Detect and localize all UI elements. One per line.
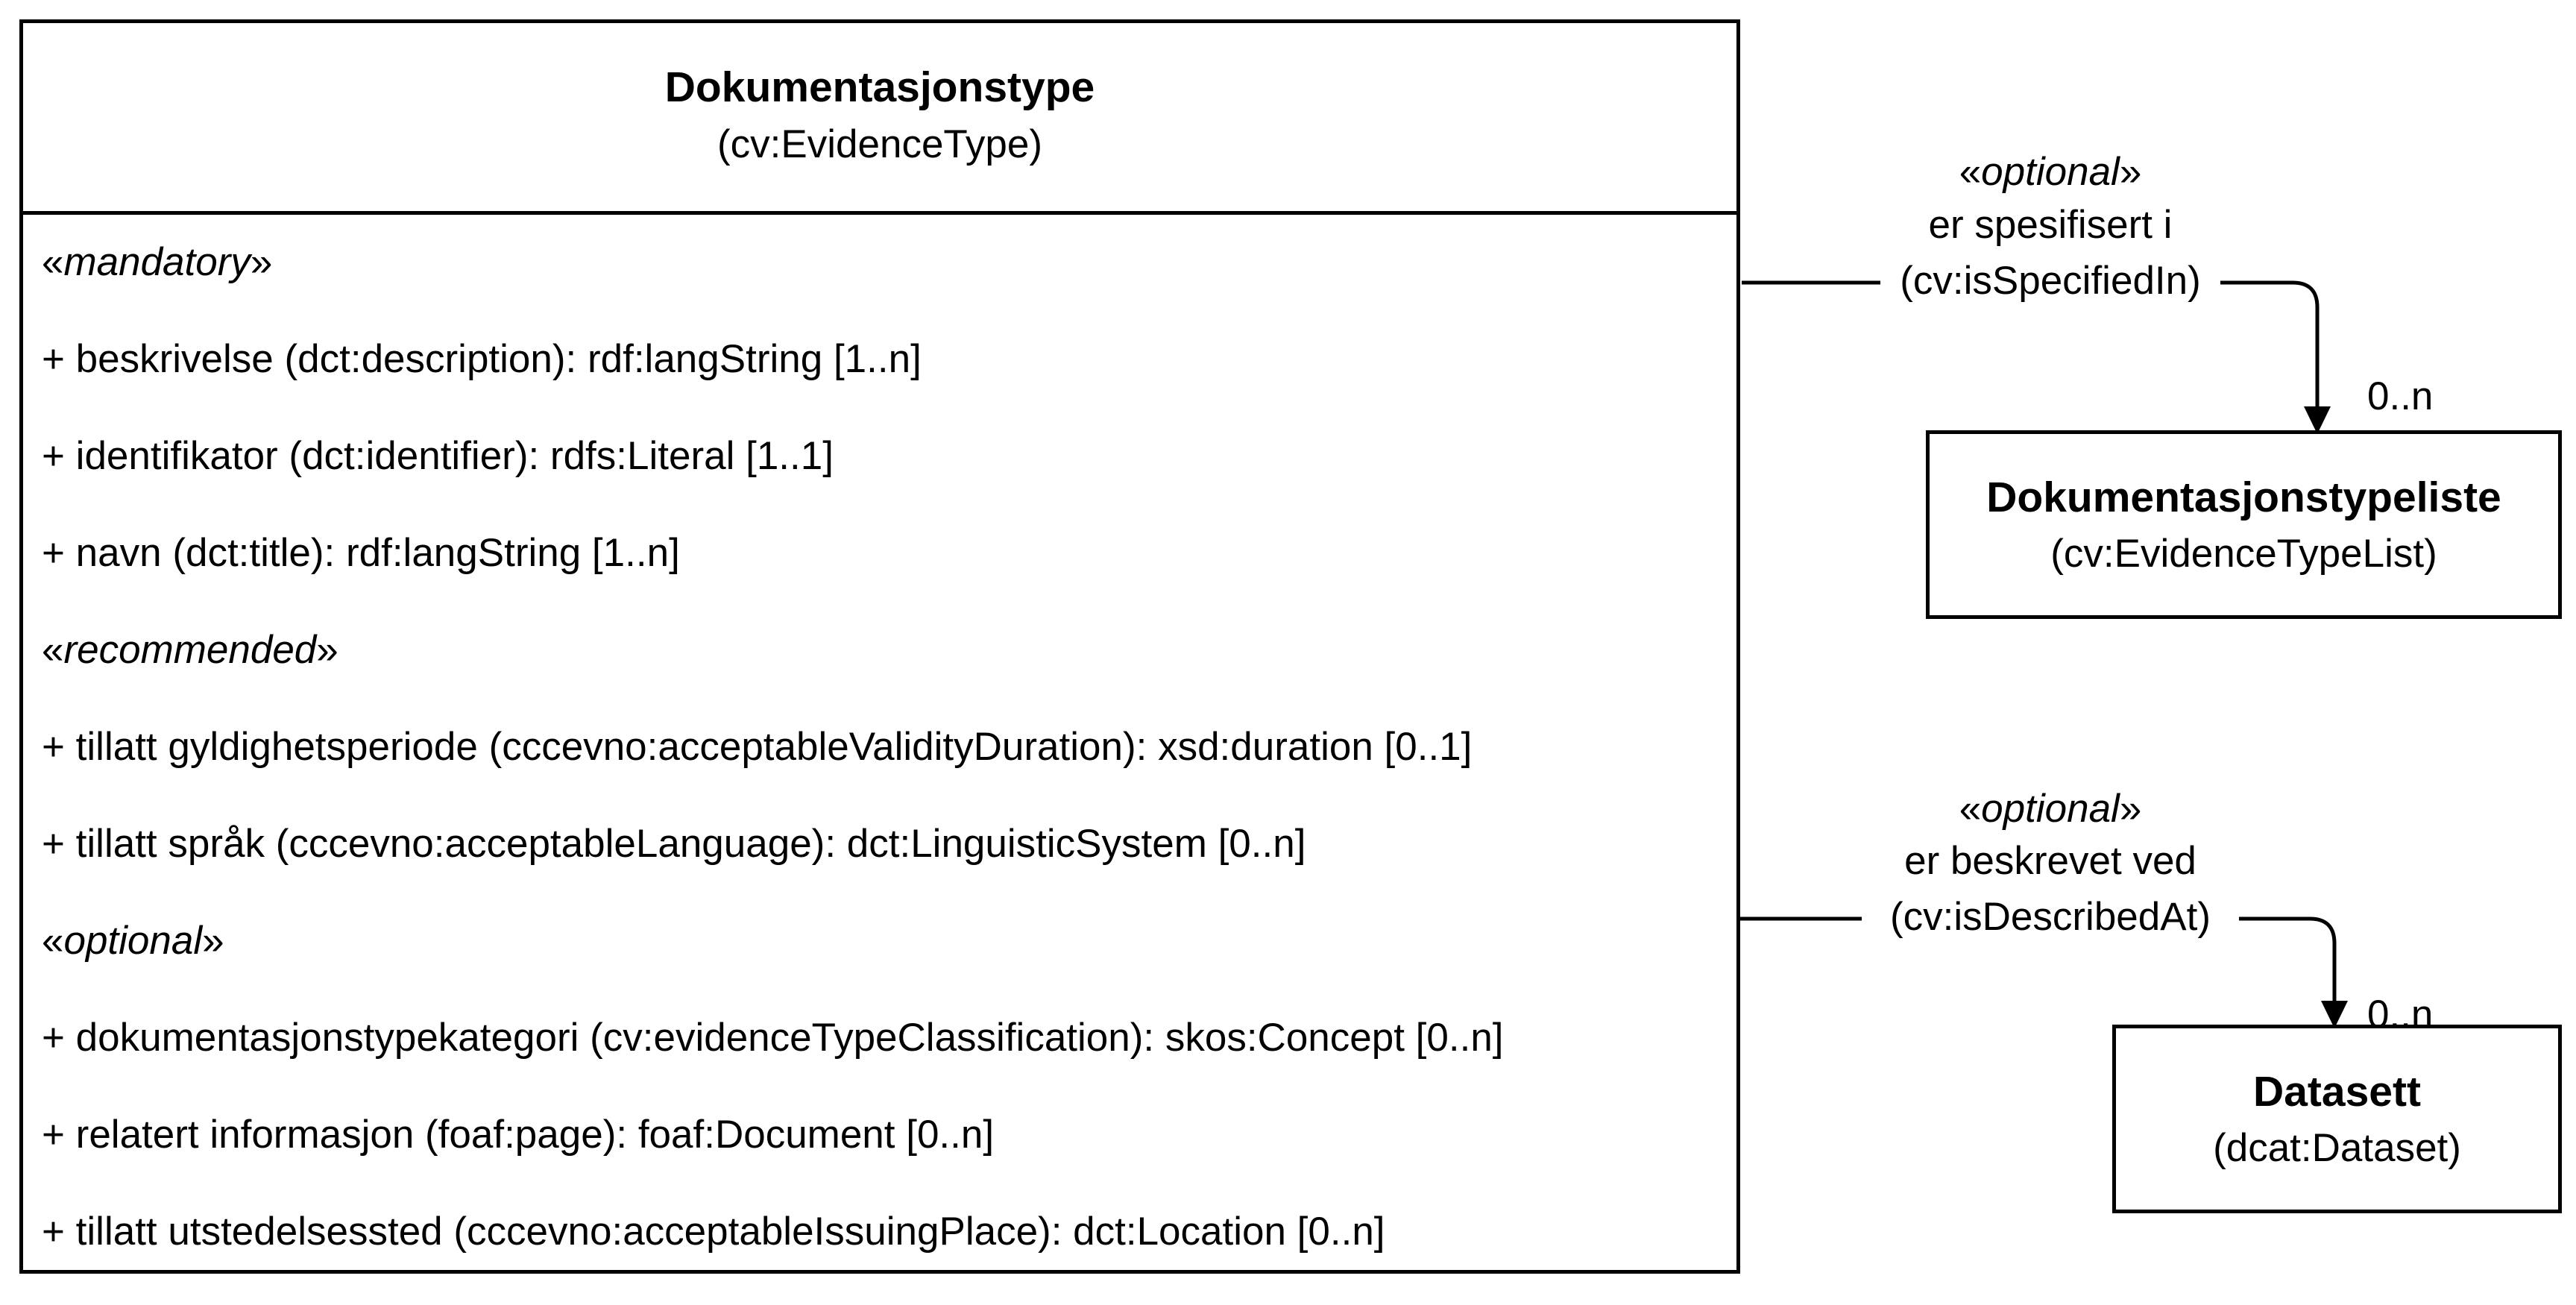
class-title: Datasett bbox=[2253, 1068, 2421, 1116]
stereotype-recommended: «recommended» bbox=[42, 628, 338, 672]
attribute-row: + tillatt utstedelsessted (cccevno:accep… bbox=[42, 1210, 1385, 1254]
edge-specified-in-arrowhead bbox=[2304, 406, 2331, 434]
edge-described-at-arrowhead bbox=[2321, 1001, 2348, 1028]
attribute-row: + tillatt språk (cccevno:acceptableLangu… bbox=[42, 822, 1306, 866]
class-title: Dokumentasjonstype bbox=[664, 63, 1095, 111]
stereotype-mandatory: «mandatory» bbox=[42, 240, 273, 284]
edge-described-at-property: (cv:isDescribedAt) bbox=[1862, 897, 2239, 943]
attribute-row: + beskrivelse (dct:description): rdf:lan… bbox=[42, 337, 922, 381]
class-subtitle: (cv:EvidenceType) bbox=[717, 122, 1042, 166]
edge-described-at-stereotype: «optional» bbox=[1959, 787, 2142, 831]
class-box-evidence-type: Dokumentasjonstype (cv:EvidenceType) «ma… bbox=[19, 19, 1740, 1274]
edge-described-at-line bbox=[1740, 916, 2337, 1004]
class-box-evidence-type-list: Dokumentasjonstypeliste (cv:EvidenceType… bbox=[1926, 430, 2562, 619]
stereotype-optional: «optional» bbox=[42, 919, 224, 963]
edge-specified-in-line bbox=[1742, 280, 2320, 410]
attribute-row: + tillatt gyldighetsperiode (cccevno:acc… bbox=[42, 725, 1473, 769]
class-subtitle: (cv:EvidenceTypeList) bbox=[2050, 532, 2437, 576]
attribute-row: + dokumentasjonstypekategori (cv:evidenc… bbox=[42, 1016, 1504, 1060]
edge-described-at-label: er beskrevet ved bbox=[1904, 839, 2196, 883]
edge-specified-in-multiplicity: 0..n bbox=[2367, 374, 2434, 418]
attribute-row: + identifikator (dct:identifier): rdfs:L… bbox=[42, 434, 834, 478]
class-header: Dokumentasjonstype (cv:EvidenceType) bbox=[23, 23, 1736, 215]
attribute-row: + navn (dct:title): rdf:langString [1..n… bbox=[42, 531, 680, 575]
class-title: Dokumentasjonstypeliste bbox=[1986, 474, 2501, 521]
class-subtitle: (dcat:Dataset) bbox=[2213, 1126, 2461, 1170]
edge-specified-in-stereotype: «optional» bbox=[1959, 150, 2142, 194]
class-box-dataset: Datasett (dcat:Dataset) bbox=[2112, 1025, 2562, 1213]
edge-specified-in-label: er spesifisert i bbox=[1928, 203, 2173, 247]
attribute-row: + relatert informasjon (foaf:page): foaf… bbox=[42, 1113, 995, 1157]
edge-specified-in-property: (cv:isSpecifiedIn) bbox=[1880, 261, 2220, 307]
